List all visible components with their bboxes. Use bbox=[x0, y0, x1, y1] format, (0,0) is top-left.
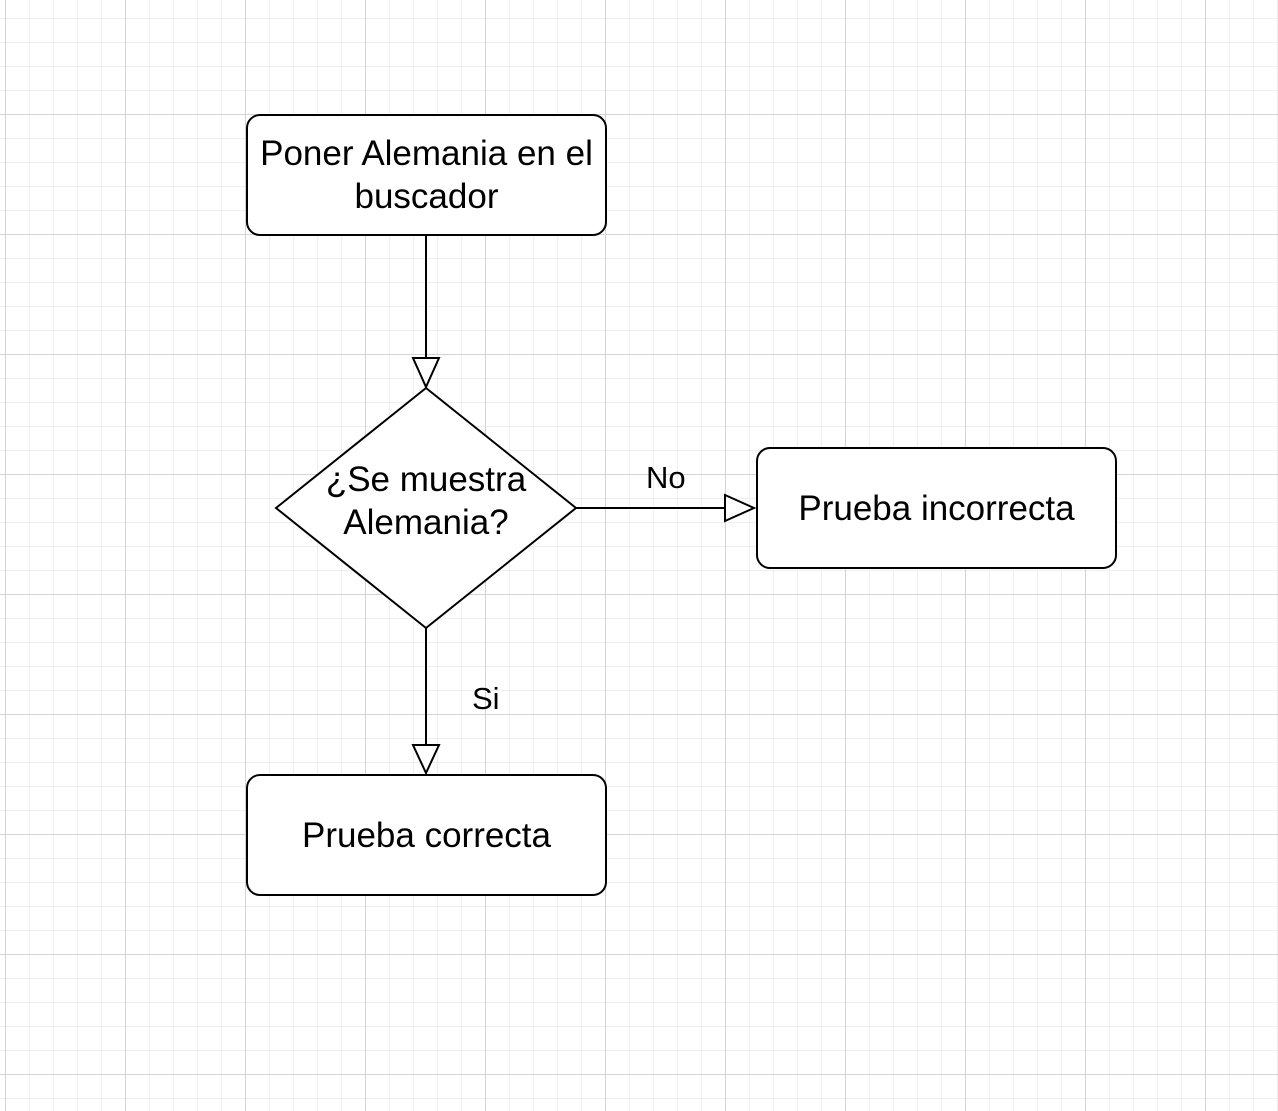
arrowhead-no bbox=[724, 493, 757, 523]
arrowhead-start-to-decision bbox=[411, 357, 441, 390]
node-start[interactable]: Poner Alemania en el buscador bbox=[246, 114, 607, 236]
decision-diamond[interactable] bbox=[274, 386, 578, 630]
edge-label-si[interactable]: Si bbox=[472, 681, 500, 716]
node-start-label: Poner Alemania en el buscador bbox=[260, 134, 593, 216]
node-prueba-correcta[interactable]: Prueba correcta bbox=[246, 774, 607, 896]
node-prueba-correcta-label: Prueba correcta bbox=[301, 815, 552, 855]
node-prueba-incorrecta[interactable]: Prueba incorrecta bbox=[756, 447, 1117, 569]
edge-label-no[interactable]: No bbox=[646, 460, 686, 495]
node-prueba-incorrecta-label: Prueba incorrecta bbox=[798, 488, 1075, 528]
arrowhead-si bbox=[411, 744, 441, 776]
